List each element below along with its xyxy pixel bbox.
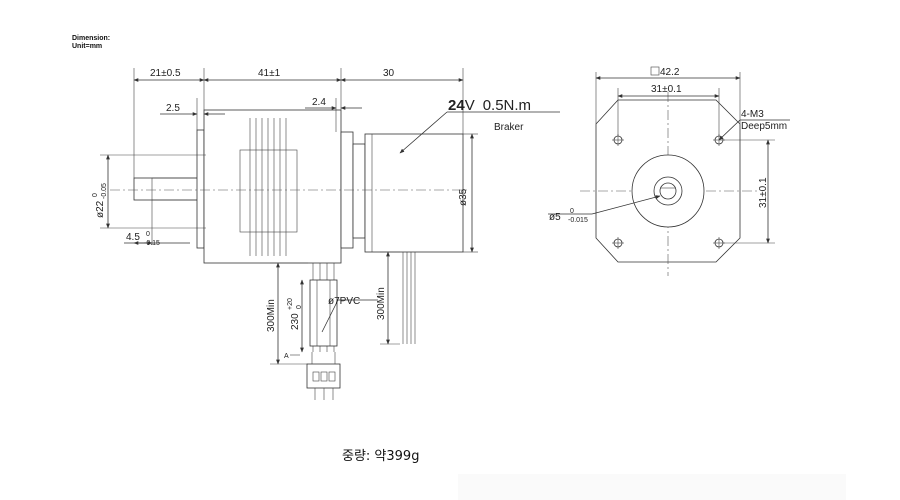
svg-text:-0.015: -0.015 xyxy=(568,217,588,224)
front-shaft-diameter: ø5 xyxy=(549,212,561,223)
dim-flange: 2.5 xyxy=(166,103,180,114)
dim-shaft-length: 21±0.5 xyxy=(150,68,181,79)
motor-cable xyxy=(306,263,341,400)
front-shaft xyxy=(659,182,677,200)
motor-body xyxy=(203,109,342,264)
body-recess xyxy=(239,149,298,233)
svg-text:0: 0 xyxy=(146,231,150,238)
svg-text:-0.05: -0.05 xyxy=(101,183,108,199)
brake-cable xyxy=(402,252,416,344)
dim-flat-depth: 4.5 xyxy=(126,232,140,243)
cable-length-right: 300Min xyxy=(376,287,387,320)
brake-label: Braker xyxy=(494,122,524,133)
brake-hub xyxy=(352,143,366,239)
hole-depth: Deep5mm xyxy=(741,121,787,132)
cable-type: ø7PVC xyxy=(328,296,360,307)
dimension-heading: Dimension: xyxy=(72,35,110,42)
side-view: 21±0.5 41±1 30 2.5 2.4 ø22 0 -0.05 4.5 0… xyxy=(92,68,560,400)
svg-text:0: 0 xyxy=(92,193,99,197)
dim-body-length: 41±1 xyxy=(258,68,281,79)
mounting-holes xyxy=(612,134,725,249)
svg-text:+20: +20 xyxy=(287,298,294,310)
svg-text:ø22: ø22 xyxy=(95,200,106,218)
brake-housing xyxy=(364,133,464,253)
svg-text:230: 230 xyxy=(290,313,301,330)
dim-hole-spacing-h: 31±0.1 xyxy=(651,84,682,95)
hole-spec: 4-M3 xyxy=(741,109,764,120)
front-boss xyxy=(196,129,205,249)
dim-brake-diameter: ø35 xyxy=(458,188,469,206)
square-icon xyxy=(650,66,660,76)
cable-length-left: 300Min xyxy=(266,299,277,332)
cooling-fins xyxy=(249,118,287,256)
unit-heading: Unit=mm xyxy=(72,43,102,50)
dim-brake-length: 30 xyxy=(383,68,395,79)
shaft-diameter-label: ø22 0 -0.05 xyxy=(92,183,108,218)
svg-text:-0.15: -0.15 xyxy=(144,240,160,247)
cable-length-mid: 230 +20 0 xyxy=(287,298,303,330)
dim-gap: 2.4 xyxy=(312,97,326,108)
front-view: 42.2 31±0.1 31±0.1 4-M3 Deep5mm ø5 0 -0.… xyxy=(548,66,790,276)
dim-hole-spacing-v: 31±0.1 xyxy=(758,177,769,208)
dim-square-size: 42.2 xyxy=(660,67,680,78)
bottom-panel xyxy=(458,474,846,500)
svg-text:0: 0 xyxy=(570,208,574,215)
weight-label: 중량: 약399g xyxy=(342,449,419,464)
cable-connector xyxy=(306,363,341,389)
marker-a: A xyxy=(284,353,289,360)
motor-shaft xyxy=(133,177,207,201)
svg-text:0: 0 xyxy=(296,305,303,309)
